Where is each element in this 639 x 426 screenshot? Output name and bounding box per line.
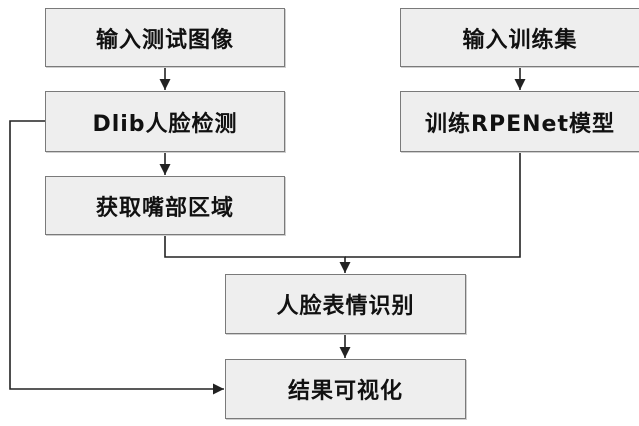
node-dlib-face-detection: Dlib人脸检测 [45, 91, 285, 152]
node-input-test-image: 输入测试图像 [45, 8, 285, 67]
node-input-training-set: 输入训练集 [400, 8, 639, 67]
node-get-mouth-region: 获取嘴部区域 [45, 176, 285, 235]
edge-mouth-to-recognition [164, 235, 351, 273]
node-facial-expression-recognition: 人脸表情识别 [225, 274, 466, 334]
edge-rpenet-to-recognition [345, 152, 521, 258]
edge-dlib-to-visualization [9, 120, 224, 395]
node-result-visualization: 结果可视化 [225, 359, 466, 419]
node-train-rpenet-model: 训练RPENet模型 [400, 91, 639, 152]
